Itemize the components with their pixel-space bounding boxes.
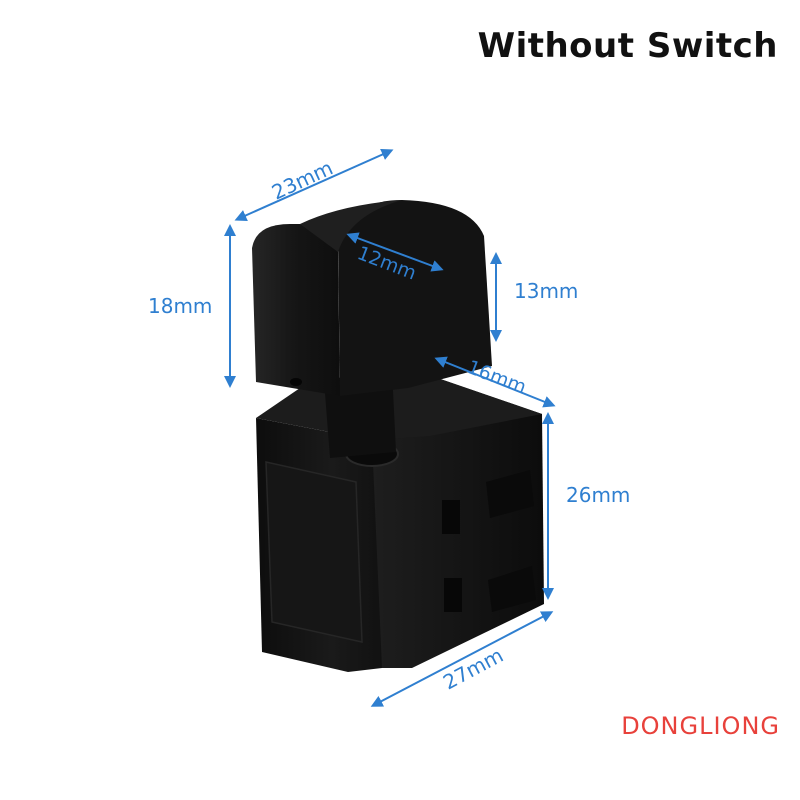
dim-label-body-height: 26mm <box>566 483 630 507</box>
slot-lower <box>444 578 462 612</box>
dim-line-button-depth <box>346 232 444 272</box>
dim-line-top-width <box>234 148 394 222</box>
dim-line-body-width <box>370 611 554 707</box>
switch-body <box>256 372 544 672</box>
dim-label-button-height: 13mm <box>514 279 578 303</box>
page-title: Without Switch <box>477 26 778 66</box>
dim-label-body-width: 27mm <box>439 643 507 694</box>
brand-name: DONGLIONG <box>621 712 780 740</box>
dim-line-body-depth <box>434 356 556 408</box>
slot-upper <box>442 500 460 534</box>
dimension-annotations <box>224 148 556 707</box>
dim-label-trigger-height: 18mm <box>148 294 212 318</box>
dim-label-top-width: 23mm <box>268 156 337 205</box>
